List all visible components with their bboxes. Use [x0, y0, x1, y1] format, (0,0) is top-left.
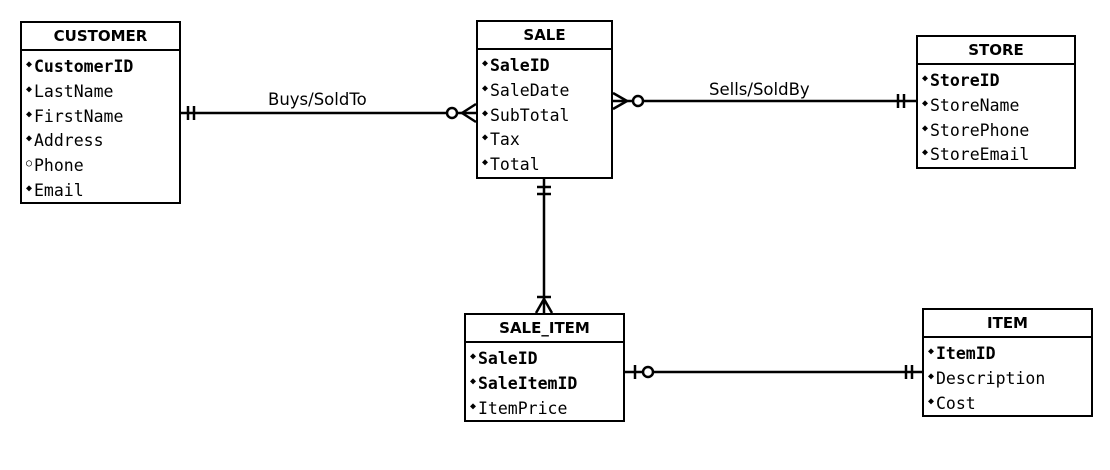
attribute-name: Cost — [936, 393, 976, 413]
attribute-name: StoreName — [930, 95, 1020, 115]
attribute-name: SubTotal — [490, 105, 570, 125]
required-bullet-icon: ◆ — [922, 147, 929, 159]
attribute-row: ◆Description — [928, 365, 1091, 390]
attribute-row: ◆CustomerID — [26, 53, 179, 78]
attribute-name: SaleID — [478, 349, 538, 368]
attribute-name: SaleID — [490, 56, 550, 75]
attribute-row: ◆StoreEmail — [922, 141, 1074, 166]
required-bullet-icon: ◆ — [928, 346, 935, 357]
attribute-row: ○Phone — [26, 152, 179, 177]
required-bullet-icon: ◆ — [26, 182, 33, 194]
entity-customer: CUSTOMER ◆CustomerID◆LastName◆FirstName◆… — [20, 21, 181, 204]
attribute-list: ◆SaleID◆SaleDate◆SubTotal◆Tax◆Total — [478, 50, 611, 176]
required-bullet-icon: ◆ — [482, 107, 489, 119]
attribute-name: Tax — [490, 130, 520, 150]
saleitem-zero-or-one-marker — [633, 365, 655, 379]
attribute-row: ◆SaleDate — [482, 77, 611, 102]
attribute-row: ◆SaleItemID — [470, 370, 623, 395]
optional-bullet-icon: ○ — [26, 158, 33, 170]
attribute-name: ItemPrice — [478, 398, 568, 418]
sale-zero-or-many-marker — [445, 102, 477, 124]
entity-title: CUSTOMER — [22, 23, 179, 51]
required-bullet-icon: ◆ — [482, 58, 489, 69]
attribute-name: StoreEmail — [930, 145, 1030, 165]
attribute-name: Description — [936, 368, 1046, 388]
attribute-name: FirstName — [34, 106, 124, 126]
required-bullet-icon: ◆ — [928, 370, 935, 382]
attribute-name: StoreID — [930, 71, 1000, 90]
attribute-row: ◆Total — [482, 151, 611, 176]
required-bullet-icon: ◆ — [482, 157, 489, 169]
required-bullet-icon: ◆ — [26, 108, 33, 120]
attribute-row: ◆ItemPrice — [470, 395, 623, 420]
attribute-name: Phone — [34, 156, 84, 176]
attribute-row: ◆StoreName — [922, 92, 1074, 117]
required-bullet-icon: ◆ — [26, 83, 33, 95]
attribute-list: ◆CustomerID◆LastName◆FirstName◆Address○P… — [22, 51, 179, 202]
attribute-name: Total — [490, 155, 540, 175]
required-bullet-icon: ◆ — [922, 122, 929, 134]
attribute-name: SaleDate — [490, 80, 570, 100]
store-exactly-one-marker — [896, 94, 906, 108]
required-bullet-icon: ◆ — [482, 132, 489, 144]
saleitem-one-or-many-marker — [534, 295, 554, 314]
required-bullet-icon: ◆ — [922, 97, 929, 109]
attribute-list: ◆ItemID◆Description◆Cost — [924, 338, 1091, 414]
attribute-row: ◆SaleID — [470, 345, 623, 370]
required-bullet-icon: ◆ — [922, 73, 929, 84]
item-exactly-one-marker — [904, 365, 914, 379]
attribute-name: CustomerID — [34, 57, 134, 76]
sale-zero-or-many-marker-2 — [612, 91, 645, 111]
attribute-name: Email — [34, 180, 84, 200]
attribute-row: ◆SaleID — [482, 52, 611, 77]
attribute-row: ◆Cost — [928, 390, 1091, 415]
entity-title: SALE — [478, 22, 611, 50]
entity-title: STORE — [918, 37, 1074, 65]
required-bullet-icon: ◆ — [470, 351, 477, 362]
attribute-row: ◆SubTotal — [482, 102, 611, 127]
attribute-row: ◆FirstName — [26, 103, 179, 128]
attribute-name: StorePhone — [930, 120, 1030, 140]
sale-exactly-one-marker — [537, 185, 551, 196]
attribute-row: ◆StoreID — [922, 67, 1074, 92]
required-bullet-icon: ◆ — [470, 375, 477, 387]
attribute-row: ◆StorePhone — [922, 117, 1074, 142]
required-bullet-icon: ◆ — [482, 82, 489, 94]
entity-item: ITEM ◆ItemID◆Description◆Cost — [922, 308, 1093, 417]
attribute-list: ◆SaleID◆SaleItemID◆ItemPrice — [466, 343, 623, 419]
attribute-row: ◆Tax — [482, 126, 611, 151]
attribute-row: ◆Address — [26, 127, 179, 152]
attribute-name: LastName — [34, 81, 114, 101]
buys-soldto-label: Buys/SoldTo — [268, 90, 367, 109]
required-bullet-icon: ◆ — [26, 133, 33, 145]
entity-title: ITEM — [924, 310, 1091, 338]
attribute-row: ◆ItemID — [928, 340, 1091, 365]
entity-sale: SALE ◆SaleID◆SaleDate◆SubTotal◆Tax◆Total — [476, 20, 613, 179]
required-bullet-icon: ◆ — [470, 400, 477, 412]
sells-soldby-label: Sells/SoldBy — [709, 80, 810, 99]
entity-sale-item: SALE_ITEM ◆SaleID◆SaleItemID◆ItemPrice — [464, 313, 625, 422]
attribute-name: ItemID — [936, 344, 996, 363]
attribute-name: Address — [34, 131, 104, 151]
required-bullet-icon: ◆ — [928, 395, 935, 407]
attribute-list: ◆StoreID◆StoreName◆StorePhone◆StoreEmail — [918, 65, 1074, 166]
customer-exactly-one-marker — [186, 106, 196, 120]
attribute-name: SaleItemID — [478, 373, 578, 393]
attribute-row: ◆Email — [26, 177, 179, 202]
entity-store: STORE ◆StoreID◆StoreName◆StorePhone◆Stor… — [916, 35, 1076, 169]
attribute-row: ◆LastName — [26, 78, 179, 103]
required-bullet-icon: ◆ — [26, 59, 33, 70]
entity-title: SALE_ITEM — [466, 315, 623, 343]
